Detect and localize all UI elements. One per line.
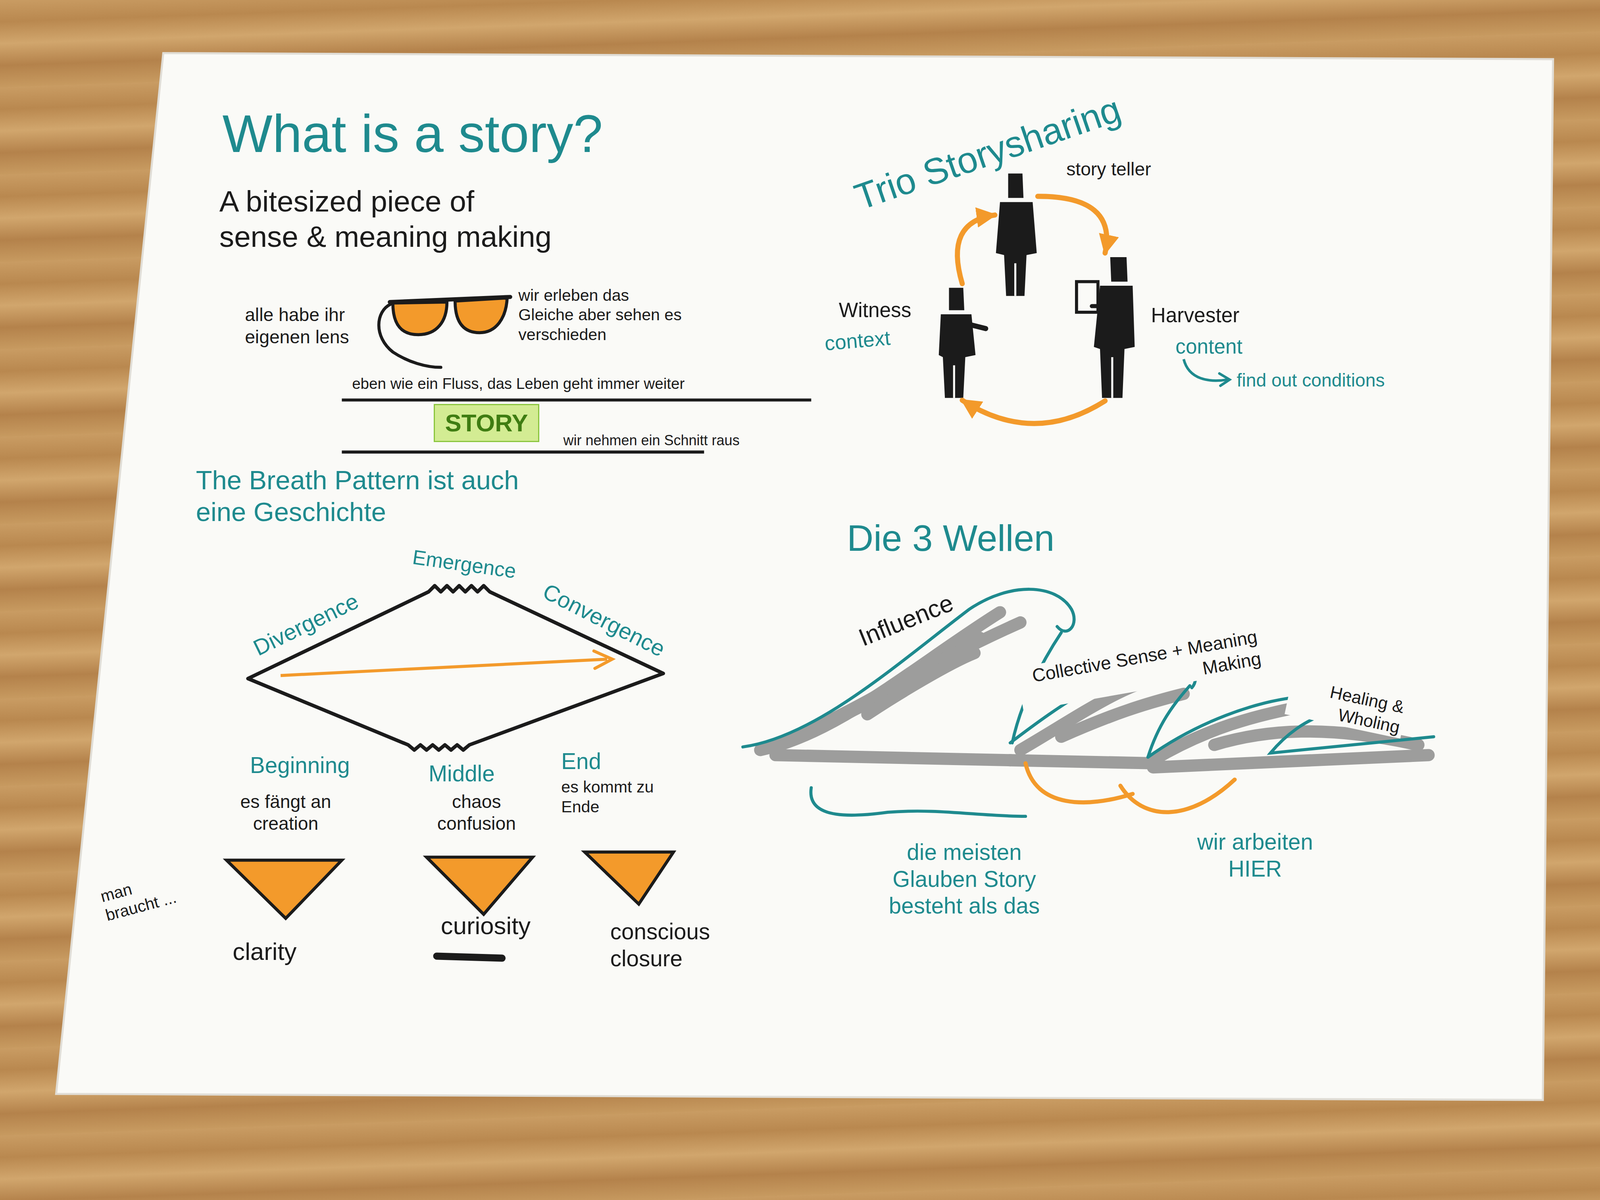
note-label: Middle (428, 760, 495, 788)
orange-bracket (1120, 779, 1235, 813)
person-figure: Harvestercontent (1073, 253, 1137, 399)
person-arm (1091, 303, 1102, 308)
note-label: Emergence (411, 544, 518, 584)
person-leg-gap (1111, 357, 1114, 399)
note-label: es fängt an creation (219, 790, 352, 835)
story-box: STORY (433, 403, 540, 442)
note-label: Collective Sense + Meaning Making (1015, 625, 1266, 712)
note-label: chaos confusion (420, 790, 533, 835)
glasses-frame (389, 296, 510, 302)
orange-bracket (1025, 763, 1133, 802)
note-label: curiosity (440, 911, 531, 941)
cycle-arrow (1037, 196, 1107, 254)
note-label: The Breath Pattern ist auch eine Geschic… (196, 464, 549, 528)
cycle-arrow (957, 215, 996, 284)
leader-arrow (1183, 359, 1228, 381)
note-label: alle habe ihr eigenen lens (244, 303, 378, 349)
crossed-out-word (436, 955, 503, 958)
note-label: Healing & Wholing (1284, 673, 1410, 739)
glasses-lens (455, 298, 508, 333)
person-leg-gap (953, 365, 956, 399)
note-label: A bitesized piece of sense & meaning mak… (219, 183, 558, 255)
note-label: es kommt zu Ende (561, 777, 669, 817)
role-label: Witness (838, 298, 912, 323)
person-figure: story teller (994, 171, 1038, 297)
note-label: wir erleben das Gleiche aber sehen es ve… (518, 285, 687, 345)
brush-stroke (775, 755, 1010, 761)
glasses-lens (392, 301, 447, 335)
title-heading: What is a story? (222, 101, 604, 166)
person-head (1008, 173, 1024, 199)
brush-stroke (867, 653, 975, 715)
paper-sheet (55, 53, 1553, 1100)
river-line (341, 398, 812, 402)
flow-arrowhead (594, 651, 613, 669)
note-label: man braucht ... (98, 866, 188, 926)
note-label: End (561, 748, 602, 775)
note-label: Divergence (249, 587, 364, 662)
note-label: find out conditions (1236, 369, 1385, 392)
note-label: Trio Storysharing (848, 86, 1127, 220)
leader-arrowhead (1219, 373, 1230, 386)
brush-stroke (1010, 760, 1154, 764)
note-label: die meisten Glauben Story besteht als da… (882, 838, 1046, 920)
role-label: Harvester (1151, 303, 1240, 328)
person-leg-gap (1014, 263, 1017, 296)
note-label: conscious closure (610, 918, 743, 973)
person-figure: Witnesscontext (936, 283, 989, 399)
role-label: story teller (1066, 158, 1151, 181)
brush-stroke (816, 622, 1021, 727)
person-arm (969, 324, 986, 329)
wave-outlines (742, 589, 1434, 817)
glasses-temple (378, 303, 441, 368)
orange-triangle (426, 857, 533, 915)
orange-triangle (584, 851, 674, 904)
person-body (996, 201, 1037, 297)
flow-arrow (280, 659, 608, 676)
cycle-arrow (962, 400, 1106, 424)
role-label: content (1175, 334, 1243, 360)
note-label: eben wie ein Fluss, das Leben geht immer… (351, 374, 685, 393)
role-label: context (823, 325, 891, 356)
person-head (1110, 257, 1128, 282)
note-label: clarity (232, 936, 297, 967)
note-label: Die 3 Wellen (846, 516, 1055, 561)
note-label: Convergence (538, 578, 670, 663)
box-label: STORY (445, 408, 529, 438)
brush-stroke (1153, 755, 1429, 768)
river-line (341, 450, 704, 454)
person-body (1094, 285, 1135, 399)
note-label: Influence (851, 586, 961, 654)
note-label: wir arbeiten HIER (1183, 828, 1327, 883)
wave-baseline (810, 787, 1026, 817)
note-label: Beginning (250, 751, 350, 779)
orange-triangle (226, 860, 343, 919)
wave-outline (1148, 685, 1190, 758)
note-label: wir nehmen ein Schnitt raus (563, 431, 740, 449)
person-head (948, 287, 965, 311)
